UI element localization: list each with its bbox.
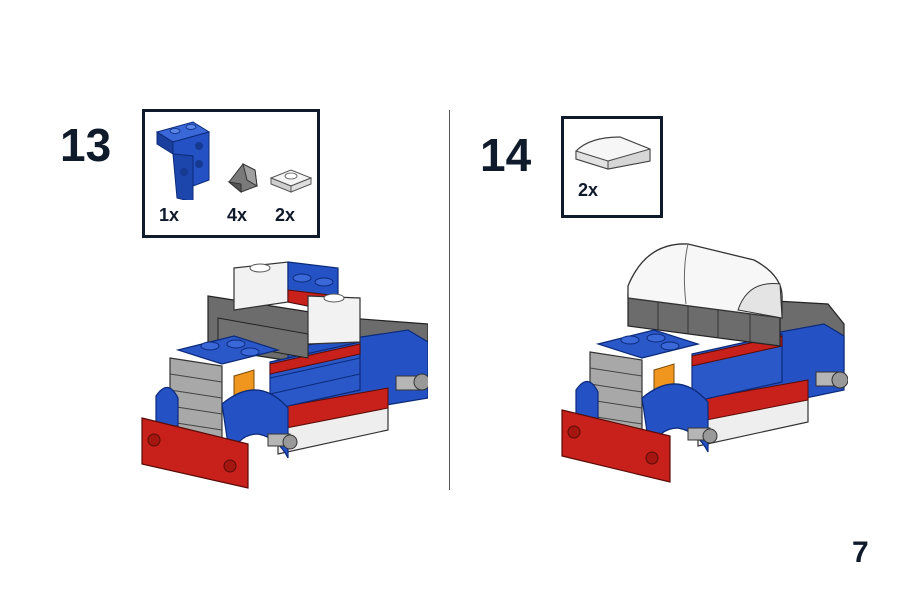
step-divider	[449, 110, 450, 490]
blue-angle-bracket-icon	[153, 118, 213, 200]
step-14-model-illustration	[558, 240, 848, 490]
step-13-parts-callout: 1x 4x 2x	[142, 109, 320, 238]
step-14-qty-1: 2x	[578, 180, 599, 200]
trans-black-slope-icon	[225, 160, 261, 194]
white-round-plate-icon	[269, 166, 313, 196]
white-curved-slope-icon	[572, 133, 654, 173]
step-13-model-illustration	[138, 258, 428, 494]
step-13-number: 13	[60, 119, 112, 171]
page-number: 7	[852, 536, 869, 569]
step-14-parts-callout: 2x	[561, 116, 663, 218]
step-13-qty-3: 2x	[275, 205, 296, 225]
step-14-number: 14	[480, 129, 532, 181]
step-13-qty-2: 4x	[227, 205, 248, 225]
step-13-qty-1: 1x	[159, 205, 180, 225]
